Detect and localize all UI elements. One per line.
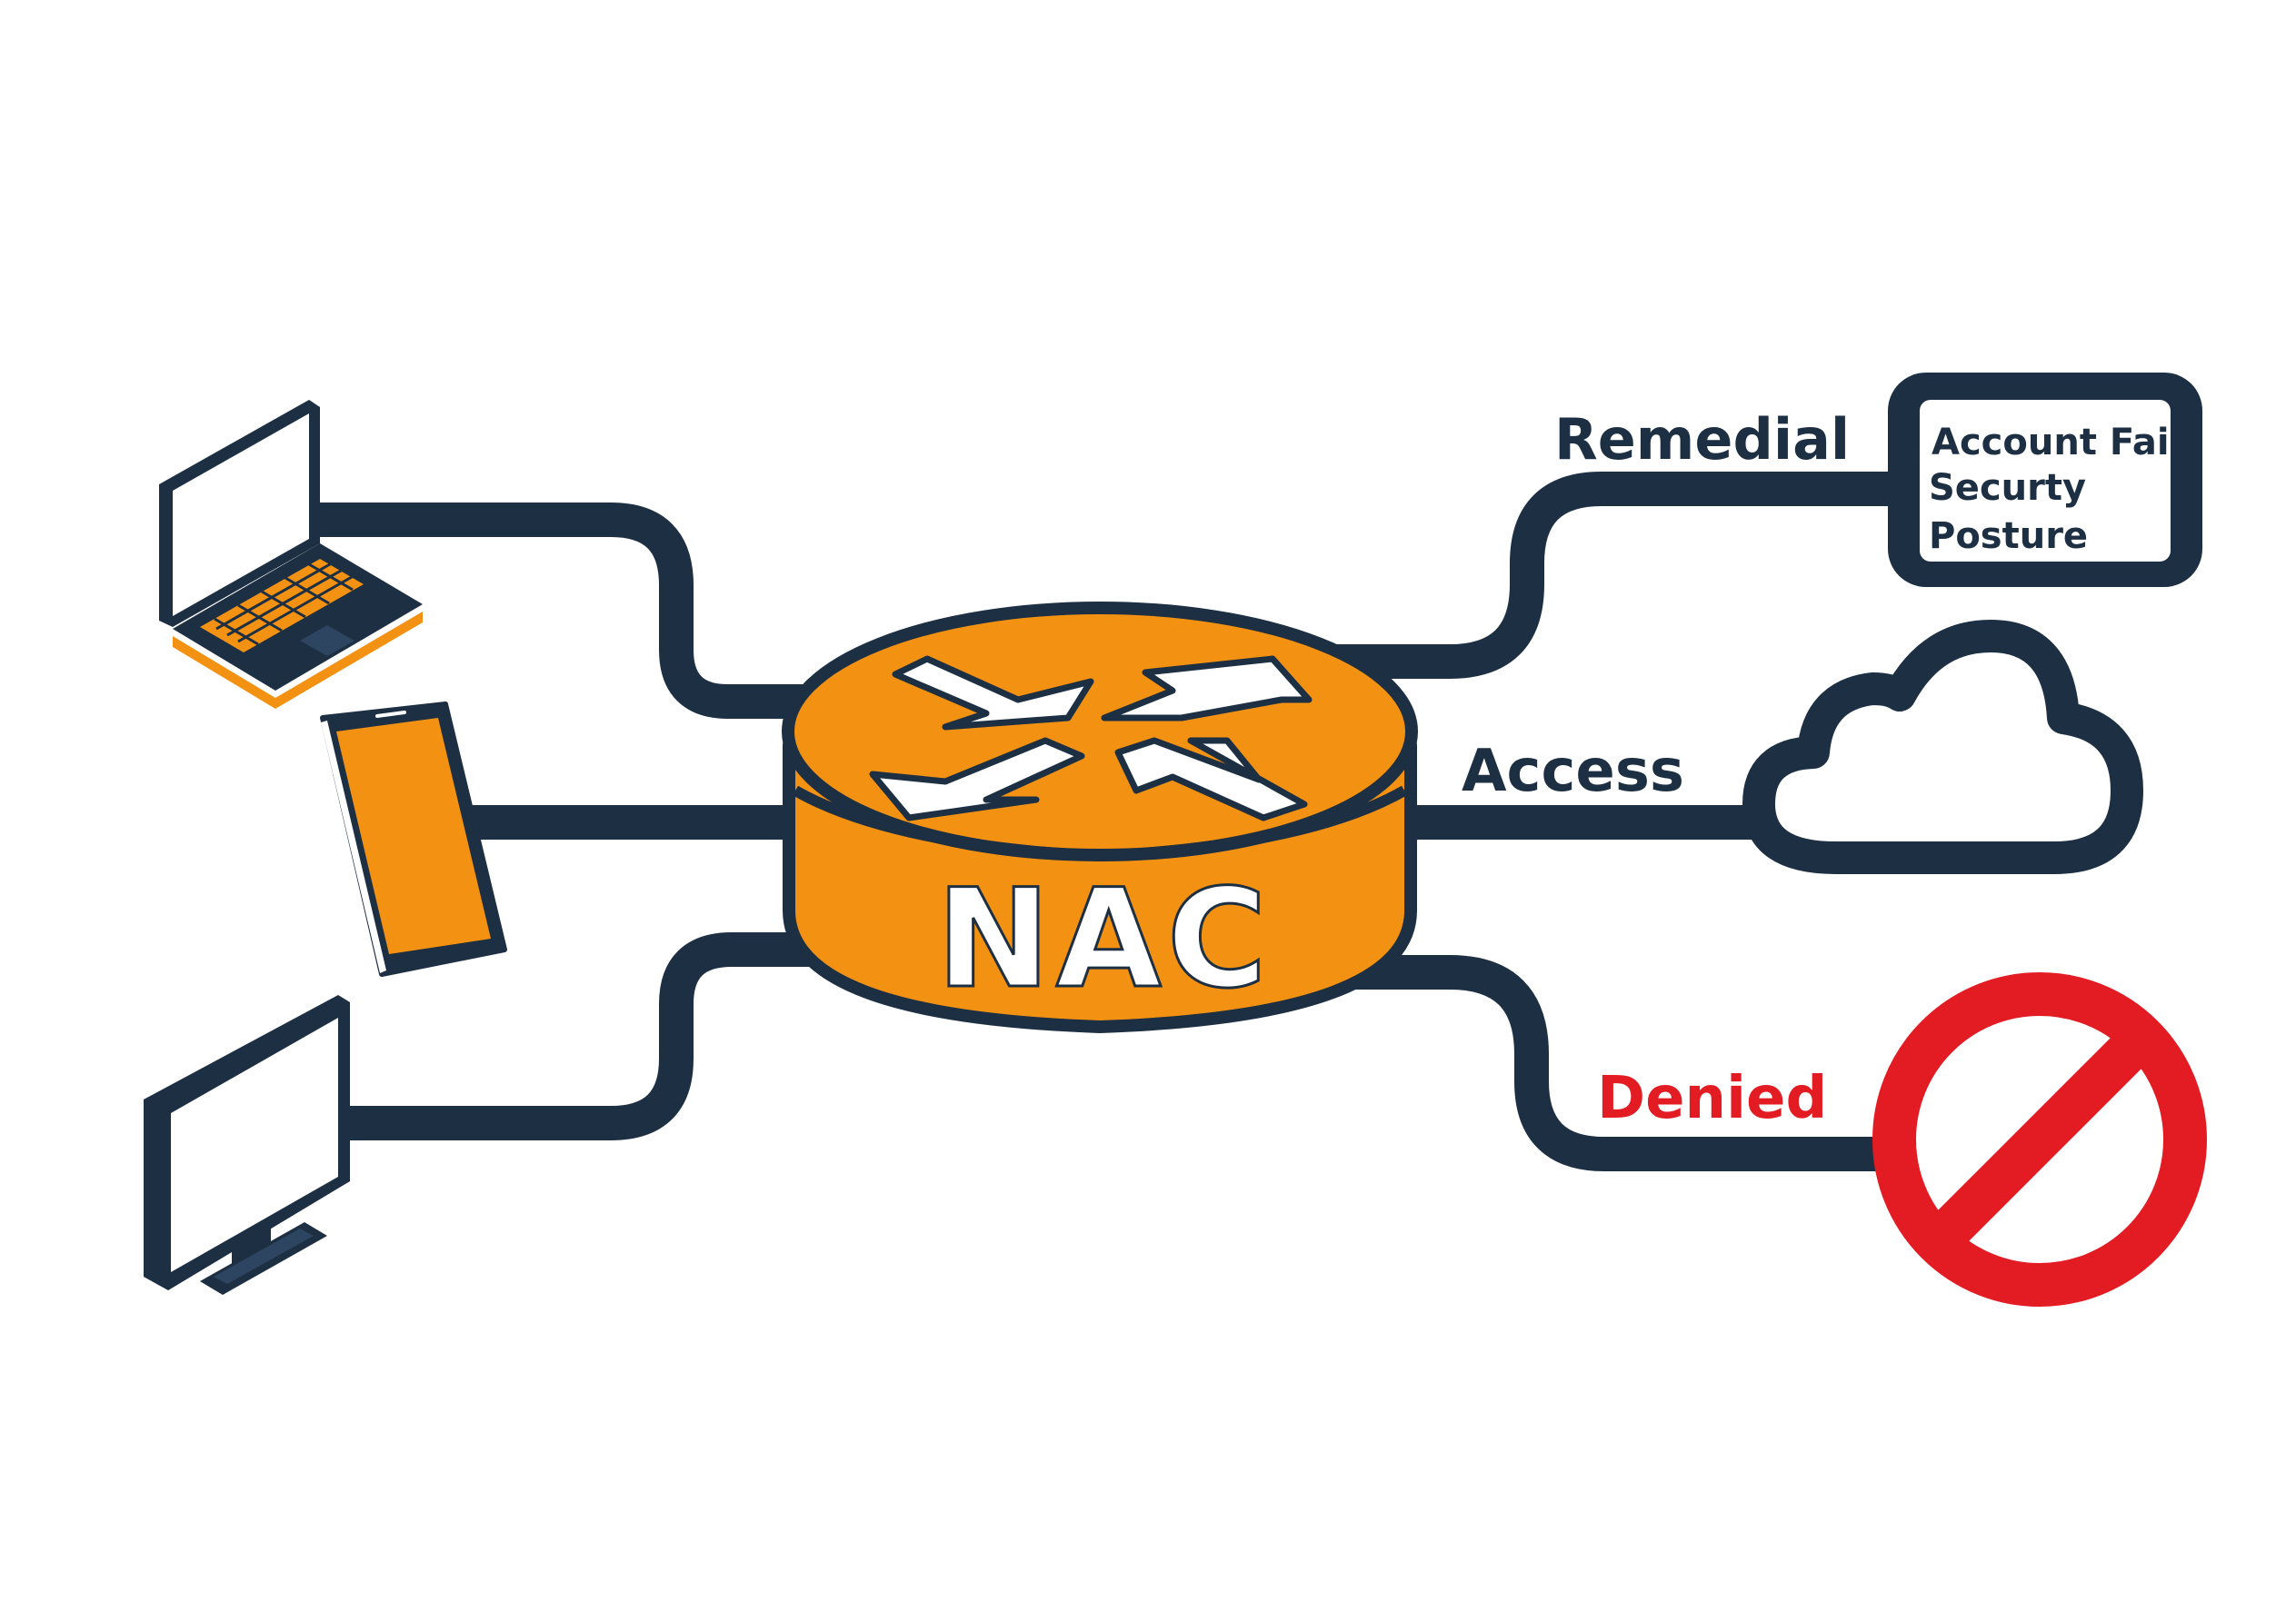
connector-remedial <box>1336 472 1891 679</box>
routing-arrows-icon <box>869 655 1313 821</box>
access-label: Access <box>1462 738 1684 805</box>
nac-device-top <box>782 602 1418 861</box>
access-branch: Access <box>1462 620 2143 874</box>
remedial-box-line-1: Account Fail <box>1932 422 2181 463</box>
nac-device-label: NAC <box>936 861 1273 1019</box>
connector-lines <box>314 472 1891 1171</box>
remedial-branch: Remedial Account Fail Securty Posture <box>1554 373 2202 587</box>
remedial-box-line-3: Posture <box>1929 515 2088 557</box>
cloud-icon <box>1742 620 2143 874</box>
connector-monitor <box>347 932 823 1140</box>
denied-label: Denied <box>1597 1065 1827 1132</box>
smartphone-icon <box>320 702 507 977</box>
connector-denied <box>1336 955 1882 1171</box>
prohibited-icon <box>1872 972 2207 1307</box>
nac-device: NAC <box>782 602 1418 1033</box>
desktop-monitor-icon <box>144 995 350 1295</box>
denied-branch: Denied <box>1597 972 2207 1307</box>
laptop-icon <box>159 400 423 709</box>
connector-laptop <box>314 503 823 719</box>
remedial-box-line-2: Securty <box>1929 467 2086 509</box>
remedial-label: Remedial <box>1554 406 1850 473</box>
